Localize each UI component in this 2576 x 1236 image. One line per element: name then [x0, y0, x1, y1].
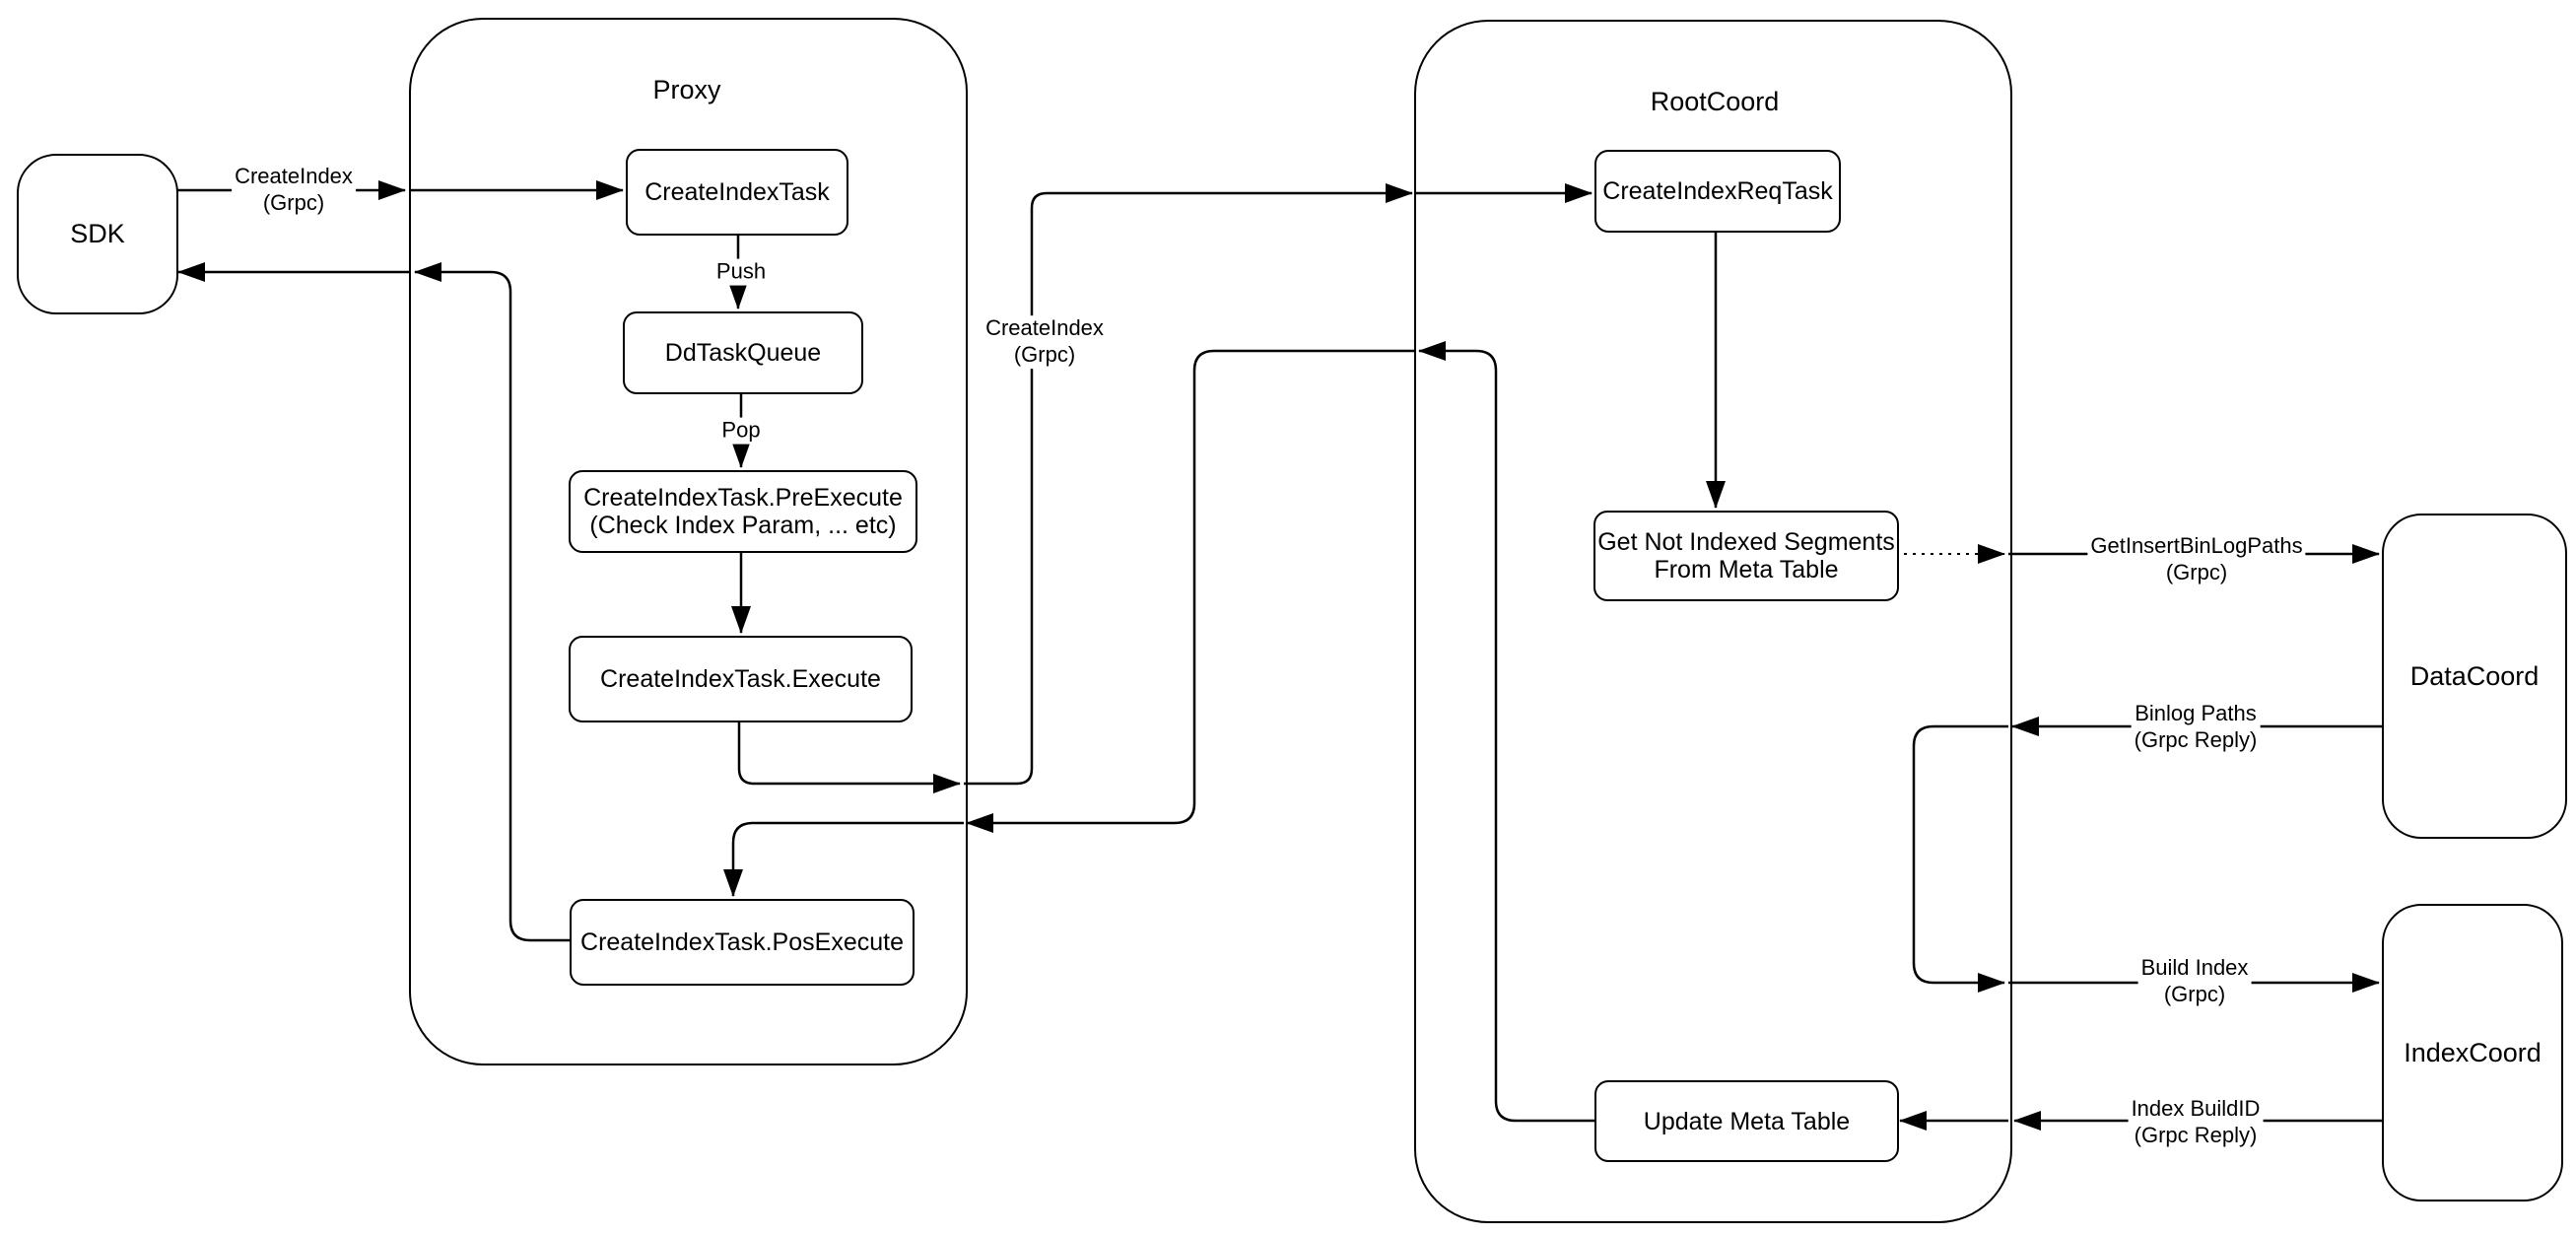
edge-label-sdk-create-index-line1: CreateIndex [235, 164, 353, 189]
edge-label-index-buildid-line1: Index BuildID [2131, 1096, 2261, 1122]
node-create-index-task: CreateIndexTask [626, 149, 848, 236]
node-pre-execute: CreateIndexTask.PreExecute (Check Index … [569, 470, 917, 553]
edge-return-to-posexecute [723, 821, 964, 897]
edge-label-binlog-paths: Binlog Paths (Grpc Reply) [2131, 701, 2261, 754]
edge-reply-to-build-bracket [1912, 724, 2008, 993]
node-indexcoord: IndexCoord [2382, 904, 2563, 1202]
node-pre-execute-line2: (Check Index Param, ... etc) [589, 512, 897, 539]
edge-proxyedge-up-to-rootcoord [964, 183, 1413, 786]
node-execute-label: CreateIndexTask.Execute [600, 665, 881, 693]
edge-posexecute-to-proxy-edge [414, 262, 570, 942]
node-get-not-indexed-line1: Get Not Indexed Segments [1597, 528, 1895, 556]
node-pre-execute-line1: CreateIndexTask.PreExecute [583, 484, 903, 512]
node-get-not-indexed: Get Not Indexed Segments From Meta Table [1593, 511, 1899, 601]
node-pos-execute-label: CreateIndexTask.PosExecute [580, 928, 904, 956]
edge-label-proxy-to-root-line1: CreateIndex [985, 315, 1104, 341]
node-sdk: SDK [17, 154, 178, 314]
edge-label-sdk-create-index-line2: (Grpc) [262, 190, 325, 215]
edge-label-index-buildid-line2: (Grpc Reply) [2134, 1123, 2258, 1147]
rootcoord-container [1414, 20, 2012, 1223]
proxy-container [409, 18, 968, 1065]
edge-label-get-insert-binlog-line1: GetInsertBinLogPaths [2090, 533, 2303, 559]
node-datacoord: DataCoord [2382, 514, 2567, 839]
edge-label-get-insert-binlog-line2: (Grpc) [2165, 560, 2228, 584]
edge-label-push: Push [712, 258, 770, 286]
edge-label-proxy-to-root-line2: (Grpc) [1013, 342, 1076, 367]
node-indexcoord-label: IndexCoord [2404, 1037, 2542, 1067]
node-dd-task-queue: DdTaskQueue [623, 311, 863, 394]
node-update-meta-table-label: Update Meta Table [1643, 1107, 1851, 1135]
node-get-not-indexed-line2: From Meta Table [1654, 556, 1839, 584]
node-dd-task-queue-label: DdTaskQueue [664, 339, 822, 367]
edge-execute-to-proxy-edge [737, 719, 961, 793]
node-update-meta-table: Update Meta Table [1594, 1080, 1899, 1162]
node-execute: CreateIndexTask.Execute [569, 636, 913, 722]
edge-label-build-index-line2: (Grpc) [2163, 982, 2226, 1006]
rootcoord-title: RootCoord [1650, 87, 1780, 116]
edge-label-proxy-to-root: CreateIndex (Grpc) [983, 315, 1107, 369]
node-create-index-req-task: CreateIndexReqTask [1594, 150, 1841, 233]
proxy-title: Proxy [652, 75, 721, 104]
edge-label-get-insert-binlog: GetInsertBinLogPaths (Grpc) [2087, 533, 2306, 586]
edge-updatemeta-return-up [1418, 341, 1594, 1123]
edge-label-pop: Pop [718, 417, 764, 445]
edge-label-index-buildid: Index BuildID (Grpc Reply) [2128, 1096, 2264, 1149]
edge-label-binlog-paths-line2: (Grpc Reply) [2134, 727, 2258, 752]
edge-label-build-index-line1: Build Index [2140, 955, 2249, 981]
node-datacoord-label: DataCoord [2409, 660, 2540, 691]
edge-return-to-proxy-edge [966, 349, 1416, 833]
edge-label-sdk-create-index: CreateIndex (Grpc) [232, 164, 356, 217]
node-create-index-task-label: CreateIndexTask [644, 178, 830, 206]
edge-label-binlog-paths-line1: Binlog Paths [2135, 701, 2257, 726]
node-pos-execute: CreateIndexTask.PosExecute [570, 899, 915, 986]
node-create-index-req-task-label: CreateIndexReqTask [1602, 177, 1833, 205]
edge-label-build-index: Build Index (Grpc) [2137, 955, 2252, 1008]
node-sdk-label: SDK [70, 219, 125, 249]
